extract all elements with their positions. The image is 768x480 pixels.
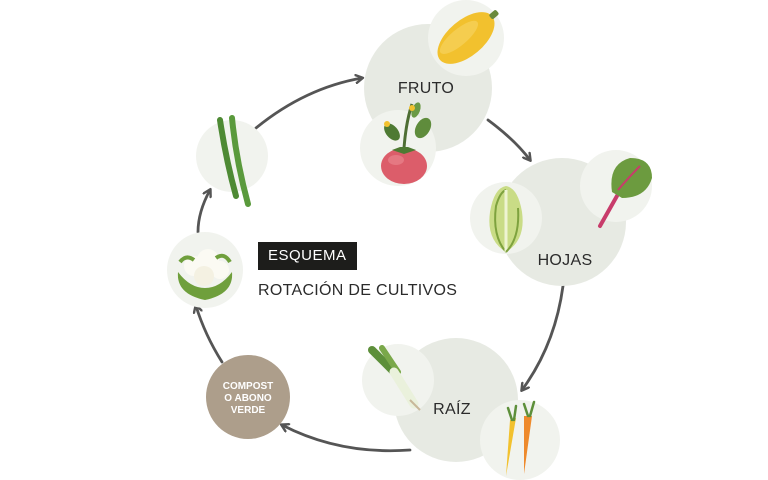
compost-label-line3: VERDE: [231, 405, 266, 416]
chard-icon: [598, 158, 652, 228]
arrow-raiz-to-compost: [282, 425, 412, 453]
compost-label-line2: O ABONO: [224, 393, 272, 404]
cauliflower-icon: [167, 232, 243, 308]
arrow-beans-to-fruto: [254, 78, 362, 130]
stage-raiz: RAÍZ: [362, 338, 560, 480]
arrow-hojas-to-raiz: [522, 284, 565, 390]
cycle-arrows: [196, 78, 565, 453]
carrot-icon: [506, 400, 536, 476]
diagram-subtitle: ROTACIÓN DE CULTIVOS: [258, 282, 458, 299]
stage-compost: COMPOST O ABONO VERDE: [206, 355, 290, 439]
green-bean-icon: [196, 115, 268, 207]
stage-label-raiz: RAÍZ: [433, 399, 471, 418]
arrow-fruto-to-hojas: [486, 118, 530, 160]
stage-label-hojas: HOJAS: [538, 252, 593, 269]
arrow-cauliflower-to-beans: [196, 190, 210, 234]
tomato-icon: [381, 102, 432, 184]
squash-icon: [437, 10, 499, 64]
stage-hojas: HOJAS: [470, 150, 652, 286]
arrow-compost-to-cauliflower: [196, 306, 224, 364]
diagram-badge: ESQUEMA: [258, 242, 357, 270]
stage-label-fruto: FRUTO: [398, 80, 454, 97]
compost-label-line1: COMPOST: [223, 381, 274, 392]
leek-icon: [368, 345, 421, 411]
lettuce-icon: [489, 186, 523, 253]
